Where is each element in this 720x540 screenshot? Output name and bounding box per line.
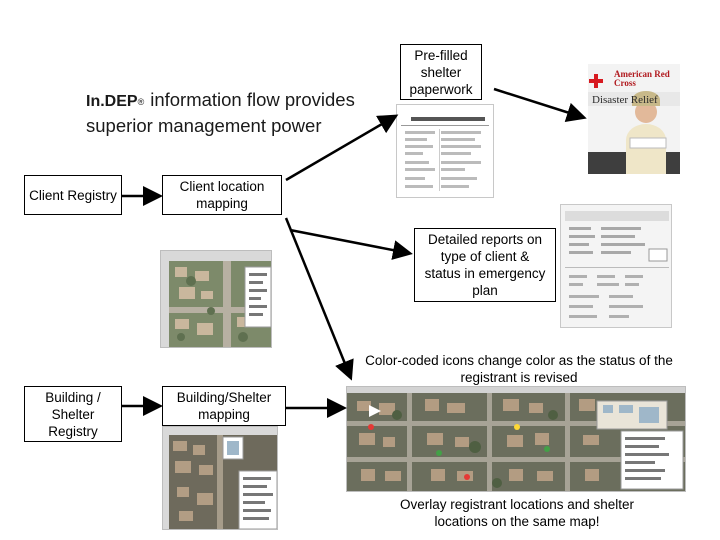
color-coded-caption: Color-coded icons change color as the st… bbox=[365, 353, 673, 385]
client-registry-label: Client Registry bbox=[29, 187, 117, 203]
shelter-map-graphic bbox=[163, 427, 277, 529]
headline-text: information flow provides superior manag… bbox=[86, 89, 355, 136]
red-cross-photo: American Red Cross Disaster Relief bbox=[588, 64, 680, 174]
report-graphic bbox=[561, 205, 671, 327]
client-registry-box: Client Registry bbox=[24, 175, 122, 215]
building-shelter-mapping-box: Building/Shelter mapping bbox=[162, 386, 286, 426]
building-shelter-registry-label: Building / Shelter Registry bbox=[45, 389, 101, 439]
client-location-mapping-label: Client location mapping bbox=[179, 179, 265, 211]
shelter-map-thumbnail bbox=[162, 426, 278, 530]
shelter-form-graphic bbox=[397, 105, 493, 197]
arrow-location-to-reports bbox=[289, 228, 413, 260]
report-thumbnail bbox=[560, 204, 672, 328]
red-cross-graphic bbox=[588, 64, 680, 174]
overlay-map-graphic bbox=[347, 387, 685, 491]
org-name: American Red Cross bbox=[614, 69, 670, 88]
brand-name: In.DEP bbox=[86, 93, 138, 110]
building-shelter-registry-box: Building / Shelter Registry bbox=[24, 386, 122, 442]
vehicle-text: Disaster Relief bbox=[592, 95, 658, 106]
client-location-mapping-box: Client location mapping bbox=[162, 175, 282, 215]
client-map-graphic bbox=[161, 251, 271, 347]
arrow-paperwork-to-photo bbox=[493, 87, 587, 122]
building-shelter-mapping-label: Building/Shelter mapping bbox=[176, 390, 272, 422]
overlay-caption: Overlay registrant locations and shelter… bbox=[399, 497, 635, 529]
prefilled-paperwork-box: Pre-filled shelter paperwork bbox=[400, 44, 482, 100]
overlay-map bbox=[346, 386, 686, 492]
client-map-thumbnail bbox=[160, 250, 272, 348]
headline: In.DEP®information flow provides superio… bbox=[86, 88, 386, 138]
detailed-reports-label: Detailed reports on type of client & sta… bbox=[424, 232, 546, 298]
arrow-location-to-overlay bbox=[284, 217, 354, 381]
detailed-reports-box: Detailed reports on type of client & sta… bbox=[414, 228, 556, 302]
shelter-form-thumbnail bbox=[396, 104, 494, 198]
prefilled-paperwork-label: Pre-filled shelter paperwork bbox=[409, 47, 473, 97]
registered-mark: ® bbox=[137, 97, 145, 107]
